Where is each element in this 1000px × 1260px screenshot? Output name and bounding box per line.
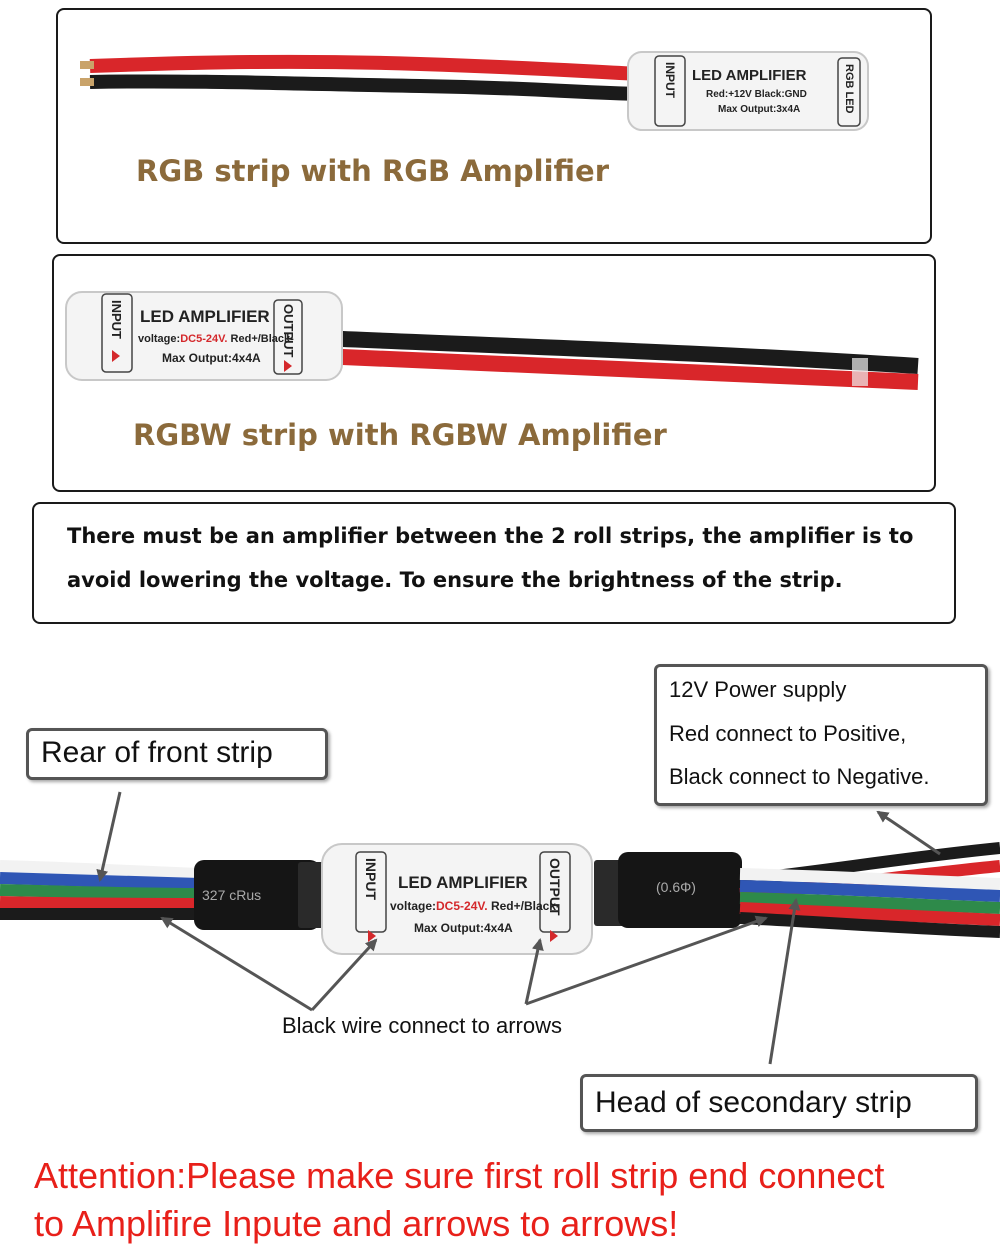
- arrow-output-marker: [524, 938, 544, 1005]
- secondary-strip-callout: Head of secondary strip: [580, 1074, 978, 1132]
- arrow-black-left: [160, 916, 313, 1012]
- front-connector: 327 cRus: [194, 860, 324, 930]
- power-line-3: Black connect to Negative.: [669, 764, 930, 789]
- power-supply-callout: 12V Power supply Red connect to Positive…: [654, 664, 988, 806]
- attention-note: Attention:Please make sure first roll st…: [34, 1152, 994, 1248]
- diagram-amp-input-label: INPUT: [363, 858, 379, 900]
- diagram-amp-output-label: OUTPUT: [547, 858, 563, 916]
- note-box: [32, 502, 956, 624]
- panel-rgbw-caption: RGBW strip with RGBW Amplifier: [133, 418, 667, 452]
- panel-rgb-caption: RGB strip with RGB Amplifier: [136, 154, 609, 188]
- secondary-strip-label: Head of secondary strip: [595, 1086, 912, 1119]
- panel-rgb: [56, 8, 932, 244]
- rear-strip-callout: Rear of front strip: [26, 728, 328, 780]
- diagram-amp-voltage: voltage:DC5-24V. Red+/Black-: [390, 899, 560, 913]
- secondary-connector-text: (0.6Φ): [656, 879, 696, 895]
- note-line-1: There must be an amplifier between the 2…: [67, 524, 914, 548]
- power-line-1: 12V Power supply: [669, 677, 847, 702]
- power-wires: [739, 842, 1000, 900]
- arrow-power-supply: [876, 810, 941, 856]
- diagram-amp-title: LED AMPLIFIER: [398, 873, 528, 892]
- rear-strip-label: Rear of front strip: [41, 736, 273, 769]
- diagram-amplifier: INPUT OUTPUT LED AMPLIFIER voltage:DC5-2…: [321, 843, 593, 955]
- front-connector-text: 327 cRus: [202, 887, 261, 903]
- arrow-head-secondary: [768, 898, 801, 1065]
- power-line-2: Red connect to Positive,: [669, 721, 907, 746]
- arrow-rear-strip: [96, 791, 122, 882]
- attention-line-1: Attention:Please make sure first roll st…: [34, 1155, 885, 1196]
- front-strip-wires: [0, 860, 201, 921]
- arrow-input-marker: [310, 938, 378, 1012]
- secondary-connector: (0.6Φ): [594, 852, 742, 928]
- diagram-amp-line2: Max Output:4x4A: [414, 921, 513, 935]
- note-line-2: avoid lowering the voltage. To ensure th…: [67, 568, 843, 592]
- secondary-strip-wires: [739, 868, 1000, 938]
- black-wire-label: Black wire connect to arrows: [282, 1013, 562, 1038]
- panel-rgbw: [52, 254, 936, 492]
- arrow-black-right: [525, 915, 768, 1006]
- attention-line-2: to Amplifire Inpute and arrows to arrows…: [34, 1203, 679, 1244]
